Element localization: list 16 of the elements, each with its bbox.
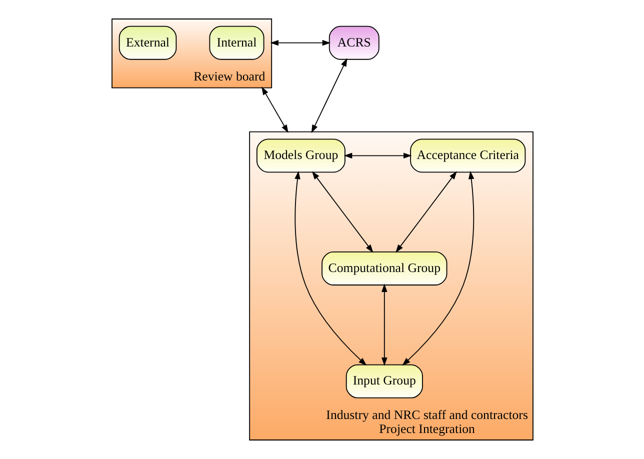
arrow [261,86,288,134]
arrow [310,58,347,134]
node-box: Input Group [345,364,422,398]
arrow [270,40,330,46]
arrow [381,284,387,366]
node-box: Acceptance Criteria [410,138,526,173]
node-box: ACRS [328,26,379,60]
node-box: External [118,26,176,60]
node-box: Internal [208,26,264,60]
arrow [402,170,474,366]
arrow [343,152,412,159]
arrow [294,170,366,366]
node-box: Models Group [256,138,345,173]
arrow [311,171,373,253]
node-box: Computational Group [321,252,447,286]
arrow [395,171,456,253]
